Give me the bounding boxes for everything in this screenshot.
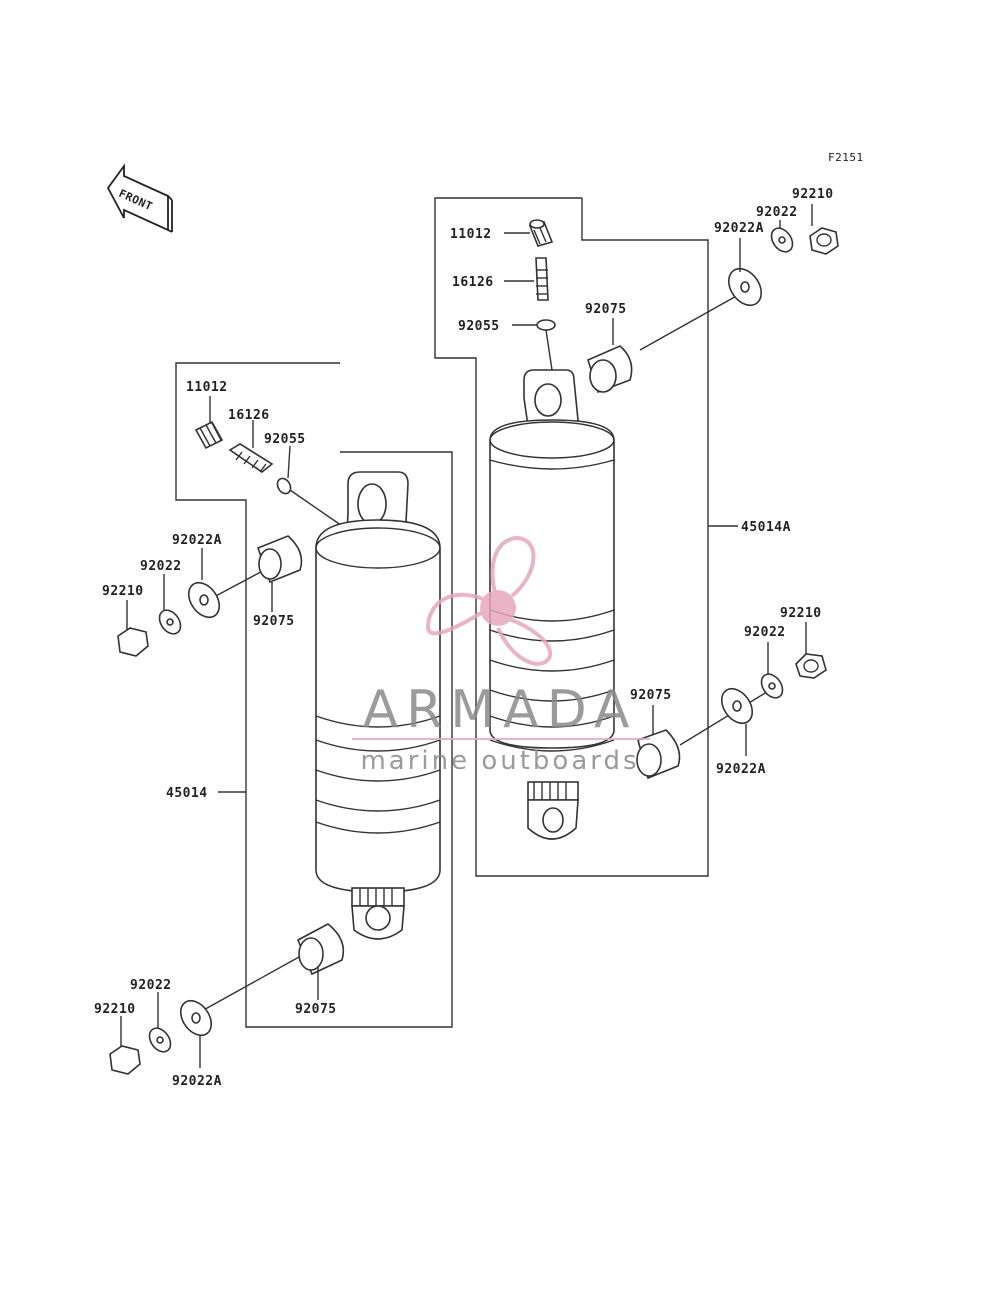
label-left-92022A-top: 92022A bbox=[172, 533, 222, 548]
label-left-92075-top: 92075 bbox=[253, 614, 295, 629]
washer-icon-bottom-left-large bbox=[179, 999, 213, 1037]
air-valve-icon bbox=[228, 443, 274, 473]
label-left-11012: 11012 bbox=[186, 380, 228, 395]
lower-mount-eye-icon bbox=[527, 781, 579, 840]
nut-icon-top-right bbox=[809, 227, 839, 255]
washer-icon-bottom-left-small bbox=[148, 1027, 172, 1053]
label-right-92022-bot: 92022 bbox=[744, 625, 786, 640]
o-ring-icon bbox=[536, 319, 556, 331]
lower-mount-eye-icon bbox=[351, 887, 405, 940]
label-right-92075-top: 92075 bbox=[585, 302, 627, 317]
front-arrow-icon: FRONT bbox=[106, 163, 173, 233]
collar-icon-top-right bbox=[587, 345, 633, 394]
label-left-92022-bot: 92022 bbox=[130, 978, 172, 993]
washer-icon-top-right-small bbox=[770, 227, 794, 253]
label-left-92022-top: 92022 bbox=[140, 559, 182, 574]
watermark-brand: ARMADA bbox=[363, 680, 638, 740]
label-left-45014: 45014 bbox=[166, 786, 208, 801]
label-right-92022A-top: 92022A bbox=[714, 221, 764, 236]
air-valve-icon bbox=[535, 257, 549, 301]
nut-icon-bottom-left bbox=[109, 1045, 141, 1075]
collar-icon-top-left bbox=[256, 535, 303, 584]
label-left-92210-bot: 92210 bbox=[94, 1002, 136, 1017]
label-right-11012: 11012 bbox=[450, 227, 492, 242]
propeller-logo-icon bbox=[425, 535, 553, 666]
collar-icon-bottom-left bbox=[296, 923, 345, 976]
label-left-16126: 16126 bbox=[228, 408, 270, 423]
valve-cap-icon bbox=[194, 420, 224, 450]
label-right-45014A: 45014A bbox=[741, 520, 791, 535]
shock-body-icon bbox=[489, 419, 615, 752]
watermark-tagline: marine outboards bbox=[360, 746, 639, 776]
label-right-92210-bot: 92210 bbox=[780, 606, 822, 621]
right-shock-frame bbox=[434, 197, 709, 877]
washer-icon-bottom-right-large bbox=[720, 687, 754, 725]
label-right-92055: 92055 bbox=[458, 319, 500, 334]
washer-icon-top-left-small bbox=[158, 609, 182, 635]
left-shock-frame bbox=[175, 362, 453, 1028]
label-left-92055: 92055 bbox=[264, 432, 306, 447]
label-left-92210-top: 92210 bbox=[102, 584, 144, 599]
label-right-92022-top: 92022 bbox=[756, 205, 798, 220]
nut-icon-top-left bbox=[117, 627, 149, 657]
label-left-92022A-bot: 92022A bbox=[172, 1074, 222, 1089]
washer-icon-bottom-right-small bbox=[760, 673, 784, 699]
watermark: ARMADA marine outboards bbox=[352, 535, 650, 776]
figure-id: F2151 bbox=[828, 151, 864, 164]
label-left-92075-bot: 92075 bbox=[295, 1002, 337, 1017]
nut-icon-bottom-right bbox=[795, 653, 827, 679]
label-right-92075-bot: 92075 bbox=[630, 688, 672, 703]
washer-icon-top-right-large bbox=[727, 267, 763, 307]
valve-cap-icon bbox=[528, 219, 554, 247]
label-right-92210-top: 92210 bbox=[792, 187, 834, 202]
label-right-92022A-bot: 92022A bbox=[716, 762, 766, 777]
label-right-16126: 16126 bbox=[452, 275, 494, 290]
washer-icon-top-left-large bbox=[187, 581, 221, 619]
right-shock-group: 11012 16126 92055 92075 92022A 92022 922… bbox=[434, 187, 839, 877]
left-shock-group: 11012 16126 92055 92022A 92022 92210 920… bbox=[94, 362, 453, 1089]
o-ring-icon bbox=[276, 477, 292, 495]
collar-icon-bottom-right bbox=[636, 729, 681, 780]
shock-body-icon bbox=[315, 519, 441, 893]
